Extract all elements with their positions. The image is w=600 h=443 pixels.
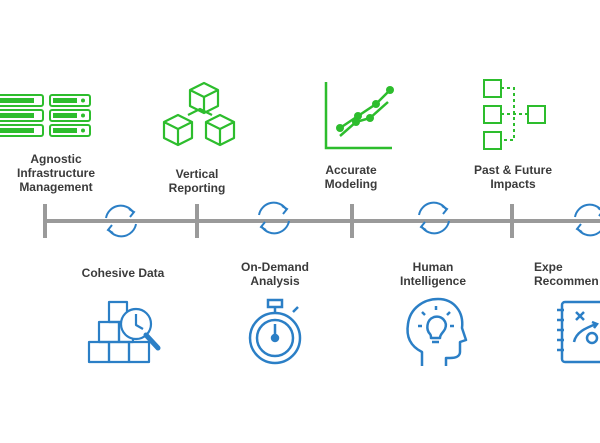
item-label-past-future-impacts: Past & Future Impacts — [473, 163, 553, 191]
server-rack-icon — [0, 94, 91, 137]
cubes-icon — [162, 81, 236, 147]
item-label-expert-recommendations: Expe Recommen — [534, 260, 599, 288]
item-label-on-demand-analysis: On-Demand Analysis — [240, 260, 310, 288]
strategy-board-icon — [557, 300, 600, 364]
tree-diagram-icon — [483, 79, 546, 150]
item-label-human-intelligence: Human Intelligence — [399, 260, 467, 288]
cycle-arrows-icon — [258, 201, 290, 235]
cycle-arrows-icon — [105, 204, 137, 238]
cycle-arrows-icon — [418, 201, 450, 235]
item-label-vertical-reporting: Vertical Reporting — [168, 167, 226, 195]
item-label-accurate-modeling: Accurate Modeling — [324, 163, 378, 191]
head-lightbulb-icon — [406, 297, 468, 366]
boxes-magnifier-icon — [87, 300, 161, 364]
item-label-cohesive-data: Cohesive Data — [81, 266, 165, 280]
line-chart-icon — [324, 82, 394, 150]
item-label-agnostic-infrastructure: Agnostic Infrastructure Management — [16, 152, 96, 194]
stopwatch-icon — [248, 298, 302, 365]
